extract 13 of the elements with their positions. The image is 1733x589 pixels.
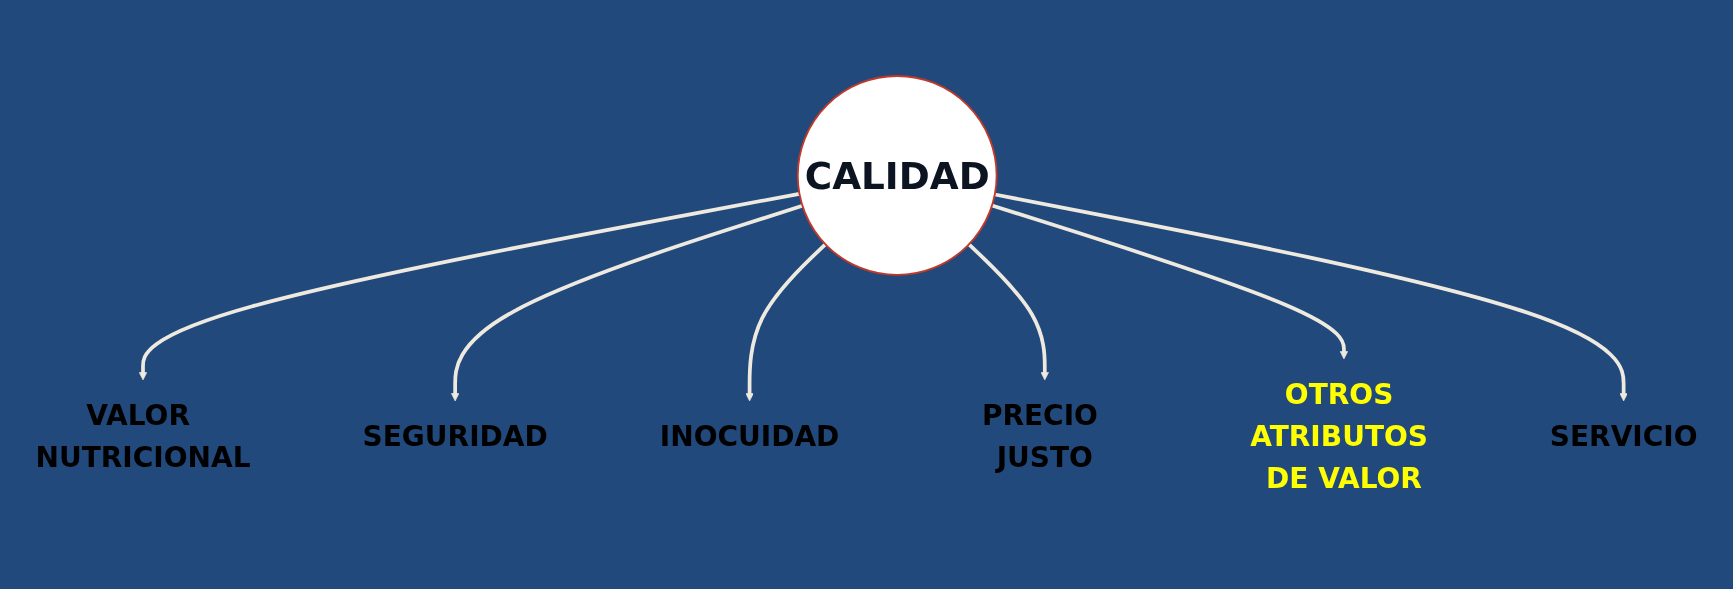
arrow <box>991 203 1349 360</box>
node-circle: CALIDAD <box>796 75 998 276</box>
node-text: SERVICIO <box>1549 419 1698 453</box>
node-text: INOCUIDAD <box>659 419 840 453</box>
arrow <box>994 192 1628 402</box>
node-text: OTROS ATRIBUTOS DE VALOR <box>1250 377 1428 495</box>
node-text: VALOR NUTRICIONAL <box>35 398 251 474</box>
node-text: PRECIO JUSTO <box>981 398 1098 474</box>
node-text: SEGURIDAD <box>362 419 548 453</box>
arrow <box>138 191 800 381</box>
arrow <box>451 204 804 402</box>
arrow <box>745 242 827 402</box>
arrow <box>967 242 1049 381</box>
